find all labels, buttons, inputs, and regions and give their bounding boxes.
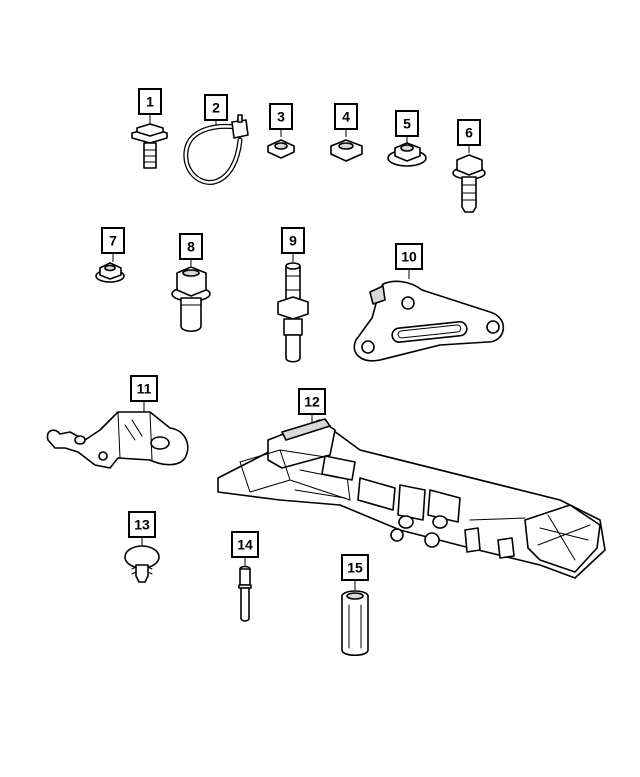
part-6-hex-flange-bolt [452,154,486,213]
callout-15[interactable]: 15 [341,554,369,581]
part-12-base-assembly [217,418,606,579]
callout-10[interactable]: 10 [395,243,423,270]
callout-4[interactable]: 4 [334,103,358,130]
part-7-flange-nut [95,262,125,283]
callout-13[interactable]: 13 [128,511,156,538]
callout-1[interactable]: 1 [138,88,162,115]
callout-14[interactable]: 14 [231,531,259,558]
callout-5[interactable]: 5 [395,110,419,137]
callout-8[interactable]: 8 [179,233,203,260]
svg-text:13: 13 [134,517,150,533]
part-2-cable-tie [183,114,249,185]
svg-text:9: 9 [289,233,297,249]
svg-text:2: 2 [212,100,220,116]
callout-11[interactable]: 11 [130,375,158,402]
svg-text:4: 4 [342,109,350,125]
part-13-push-pin [124,545,160,583]
callout-2[interactable]: 2 [204,94,228,121]
part-14-pin [238,565,252,622]
part-4-hex-nut [330,139,363,162]
callout-12[interactable]: 12 [298,388,326,415]
callout-7[interactable]: 7 [101,227,125,254]
part-5-flange-nut [387,142,427,167]
svg-text:1: 1 [146,94,154,110]
part-8-shoulder-bolt [171,266,211,333]
svg-text:11: 11 [137,381,152,397]
svg-text:8: 8 [187,239,195,255]
svg-text:7: 7 [109,233,117,249]
part-10-bracket-plate [353,280,505,362]
svg-text:6: 6 [465,125,473,141]
svg-text:10: 10 [401,249,417,265]
part-9-stud [277,262,309,363]
part-15-sleeve [341,590,369,657]
svg-text:3: 3 [277,109,285,125]
part-3-hex-nut [267,139,295,159]
svg-text:5: 5 [403,116,411,132]
callout-6[interactable]: 6 [457,119,481,146]
part-11-bent-bracket [46,411,189,469]
svg-text:12: 12 [304,394,320,410]
svg-text:15: 15 [347,560,363,576]
part-1-flange-bolt [131,123,168,169]
callout-9[interactable]: 9 [281,227,305,254]
svg-text:14: 14 [237,537,253,553]
callout-3[interactable]: 3 [269,103,293,130]
